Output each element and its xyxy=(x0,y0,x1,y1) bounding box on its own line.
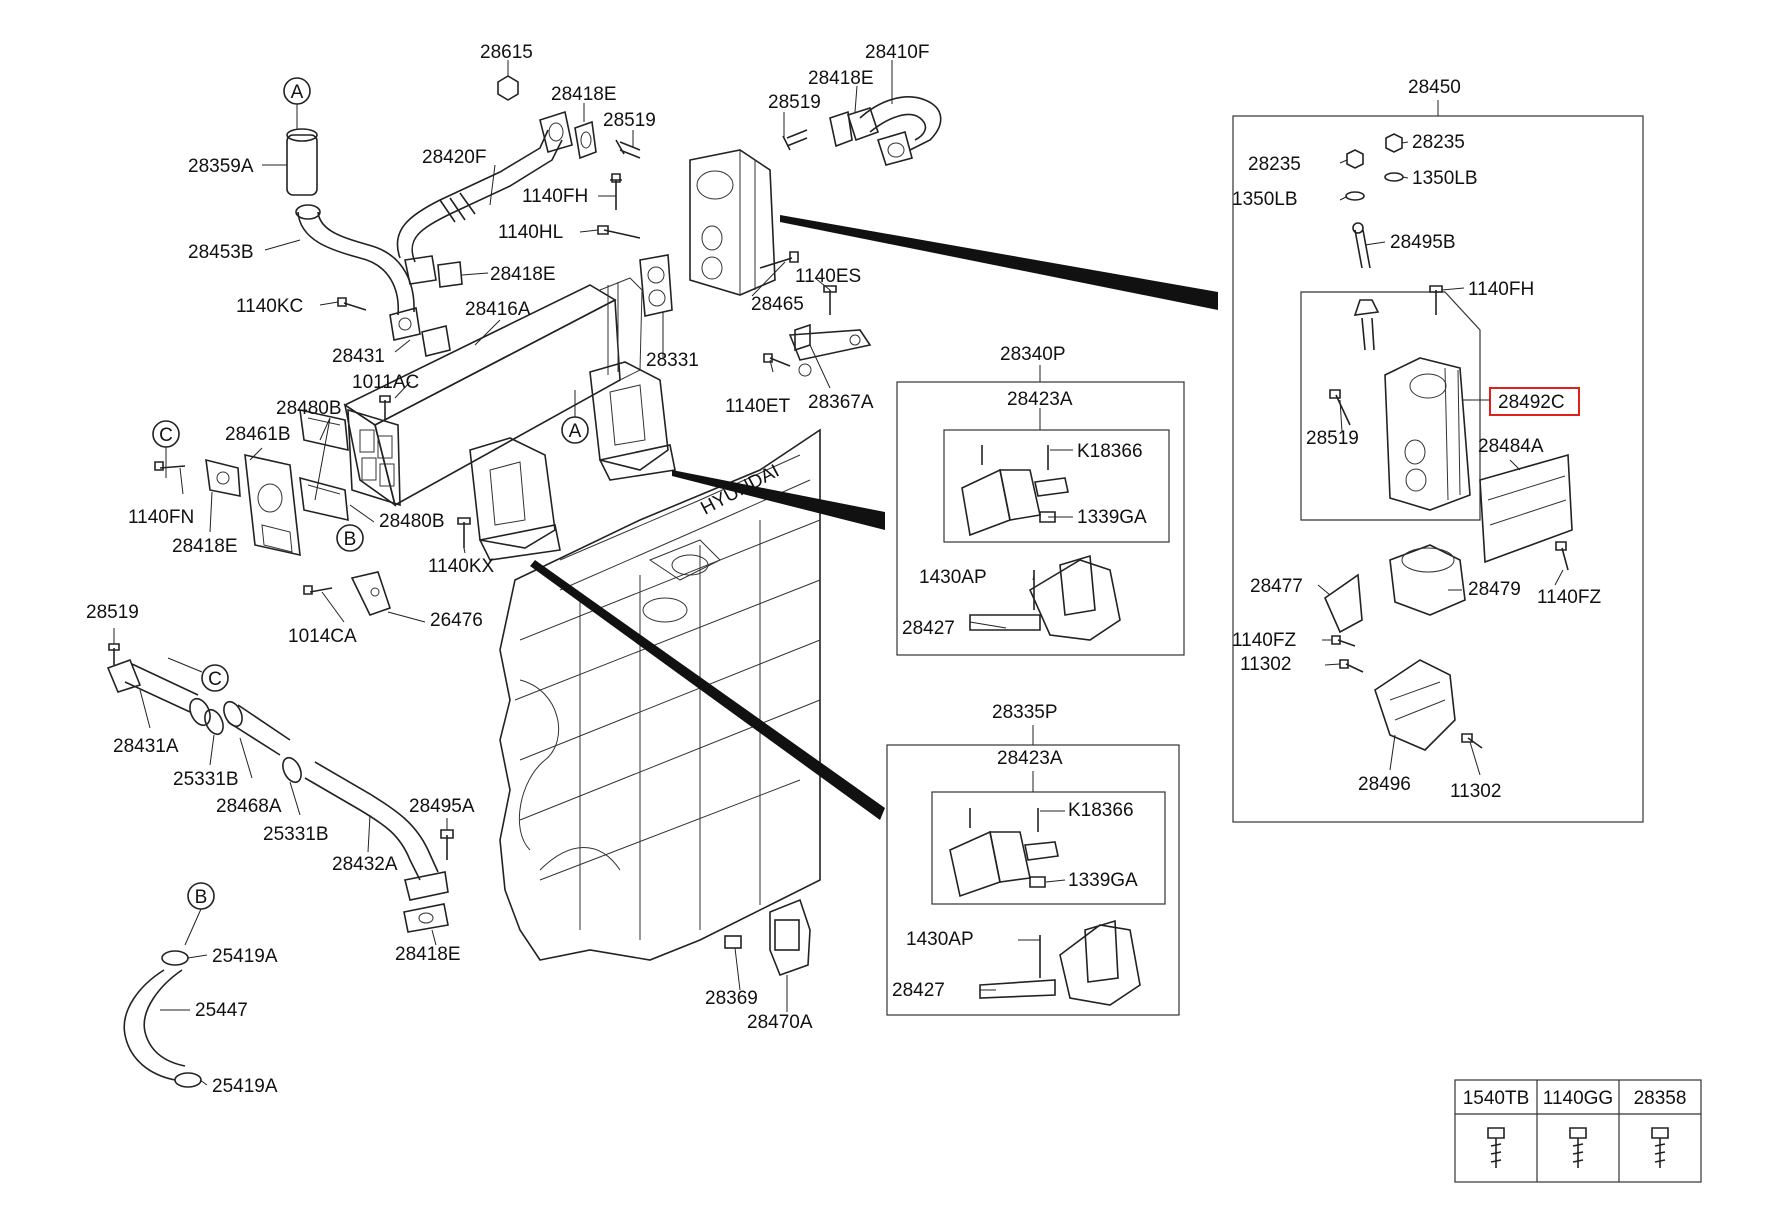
label-25331B: 25331B xyxy=(263,824,329,845)
ref-b-low: B xyxy=(195,887,208,908)
callout-wedges xyxy=(530,215,1218,820)
label-28418E: 28418E xyxy=(490,264,556,285)
label-1140KX: 1140KX xyxy=(428,556,495,577)
label-1014CA: 1014CA xyxy=(288,626,357,647)
egr-pipe-group xyxy=(396,75,942,377)
engine-mount-brackets xyxy=(457,361,676,561)
label-28468A: 28468A xyxy=(216,796,282,817)
label-28519: 28519 xyxy=(603,110,656,131)
label-28416A: 28416A xyxy=(465,299,531,320)
reference-markers: A A B B C C xyxy=(152,77,589,946)
label-28519: 28519 xyxy=(86,602,139,623)
label-1430AP: 1430AP xyxy=(919,567,987,588)
label-K18366: K18366 xyxy=(1077,441,1143,462)
label-28369: 28369 xyxy=(705,988,758,1009)
label-28495A: 28495A xyxy=(409,796,475,817)
label-28331: 28331 xyxy=(646,350,699,371)
bolt-icon xyxy=(1487,1127,1505,1168)
label-1430AP: 1430AP xyxy=(906,929,974,950)
kit-box-28340p xyxy=(896,381,1185,656)
label-28453B: 28453B xyxy=(188,242,254,263)
label-28615: 28615 xyxy=(480,42,533,63)
bolt-icon xyxy=(1651,1127,1669,1168)
bolt-table-header-1: 1540TB xyxy=(1463,1088,1530,1109)
label-1011AC: 1011AC xyxy=(352,372,419,393)
kit-box-28335p xyxy=(886,744,1180,1016)
label-28418E: 28418E xyxy=(395,944,461,965)
label-28335P: 28335P xyxy=(992,702,1058,723)
label-25419A: 25419A xyxy=(212,946,278,967)
label-28519: 28519 xyxy=(1306,428,1359,449)
bolt-table-header-2: 1140GG xyxy=(1543,1088,1613,1109)
label-28431A: 28431A xyxy=(113,736,179,757)
engine-block: HYUNDAI xyxy=(499,428,821,977)
label-1140KC: 1140KC xyxy=(236,296,303,317)
label-28480B: 28480B xyxy=(276,398,342,419)
leader-lines xyxy=(113,60,1564,1086)
label-28340P: 28340P xyxy=(1000,344,1066,365)
label-28418E: 28418E xyxy=(551,84,617,105)
label-28484A: 28484A xyxy=(1478,436,1544,457)
label-1140FH: 1140FH xyxy=(1468,279,1534,300)
label-1140ET: 1140ET xyxy=(725,396,791,417)
label-28431: 28431 xyxy=(332,346,385,367)
label-28418E: 28418E xyxy=(808,68,874,89)
label-26476: 26476 xyxy=(430,610,483,631)
label-28418E: 28418E xyxy=(172,536,238,557)
label-28470A: 28470A xyxy=(747,1012,813,1033)
label-1140HL: 1140HL xyxy=(498,222,563,243)
ref-c-low: C xyxy=(208,669,222,690)
label-25331B: 25331B xyxy=(173,769,239,790)
label-28461B: 28461B xyxy=(225,424,291,445)
bolt-table: 1540TB 1140GG 28358 xyxy=(1454,1079,1702,1183)
ref-c-top: C xyxy=(159,425,173,446)
label-28367A: 28367A xyxy=(808,392,874,413)
ref-a-top: A xyxy=(291,82,304,103)
label-28496: 28496 xyxy=(1358,774,1411,795)
left-flange-group xyxy=(154,408,392,616)
label-28423A: 28423A xyxy=(1007,389,1073,410)
label-1140FZ: 1140FZ xyxy=(1232,630,1296,651)
ref-b-mid: B xyxy=(344,529,357,550)
bolt-table-header-3: 28358 xyxy=(1634,1088,1687,1109)
label-25419A: 25419A xyxy=(212,1076,278,1097)
label-28420F: 28420F xyxy=(422,147,486,168)
label-28235: 28235 xyxy=(1412,132,1465,153)
label-28480B: 28480B xyxy=(379,511,445,532)
label-1140FH: 1140FH xyxy=(522,186,588,207)
label-28450: 28450 xyxy=(1408,77,1461,98)
egr-cooler xyxy=(286,128,643,507)
label-1140FZ: 1140FZ xyxy=(1537,587,1601,608)
label-28423A: 28423A xyxy=(997,748,1063,769)
lower-pipe-group xyxy=(106,643,454,1088)
ref-a-mid: A xyxy=(569,421,582,442)
label-28235: 28235 xyxy=(1248,154,1301,175)
label-28477: 28477 xyxy=(1250,576,1303,597)
label-28479: 28479 xyxy=(1468,579,1521,600)
highlight-box-28492c xyxy=(1489,387,1580,416)
label-1339GA: 1339GA xyxy=(1068,870,1138,891)
label-1140ES: 1140ES xyxy=(795,266,861,287)
label-28495B: 28495B xyxy=(1390,232,1456,253)
part-labels: 28615 28410F 28418E 28418E 28519 28519 2… xyxy=(86,42,1601,1097)
label-11302: 11302 xyxy=(1240,654,1291,675)
label-1350LB: 1350LB xyxy=(1232,189,1298,210)
label-28410F: 28410F xyxy=(865,42,929,63)
label-28427: 28427 xyxy=(902,618,955,639)
bolt-icon xyxy=(1569,1127,1587,1168)
label-1350LB: 1350LB xyxy=(1412,168,1478,189)
label-1140FN: 1140FN xyxy=(128,507,194,528)
label-K18366: K18366 xyxy=(1068,800,1134,821)
label-28432A: 28432A xyxy=(332,854,398,875)
label-28465: 28465 xyxy=(751,294,804,315)
label-28519: 28519 xyxy=(768,92,821,113)
label-28359A: 28359A xyxy=(188,156,254,177)
assembly-box-28450 xyxy=(1232,115,1644,823)
label-25447: 25447 xyxy=(195,1000,248,1021)
label-1339GA: 1339GA xyxy=(1077,507,1147,528)
label-28492C: 28492C xyxy=(1498,392,1565,413)
label-11302: 11302 xyxy=(1450,781,1501,802)
label-28427: 28427 xyxy=(892,980,945,1001)
